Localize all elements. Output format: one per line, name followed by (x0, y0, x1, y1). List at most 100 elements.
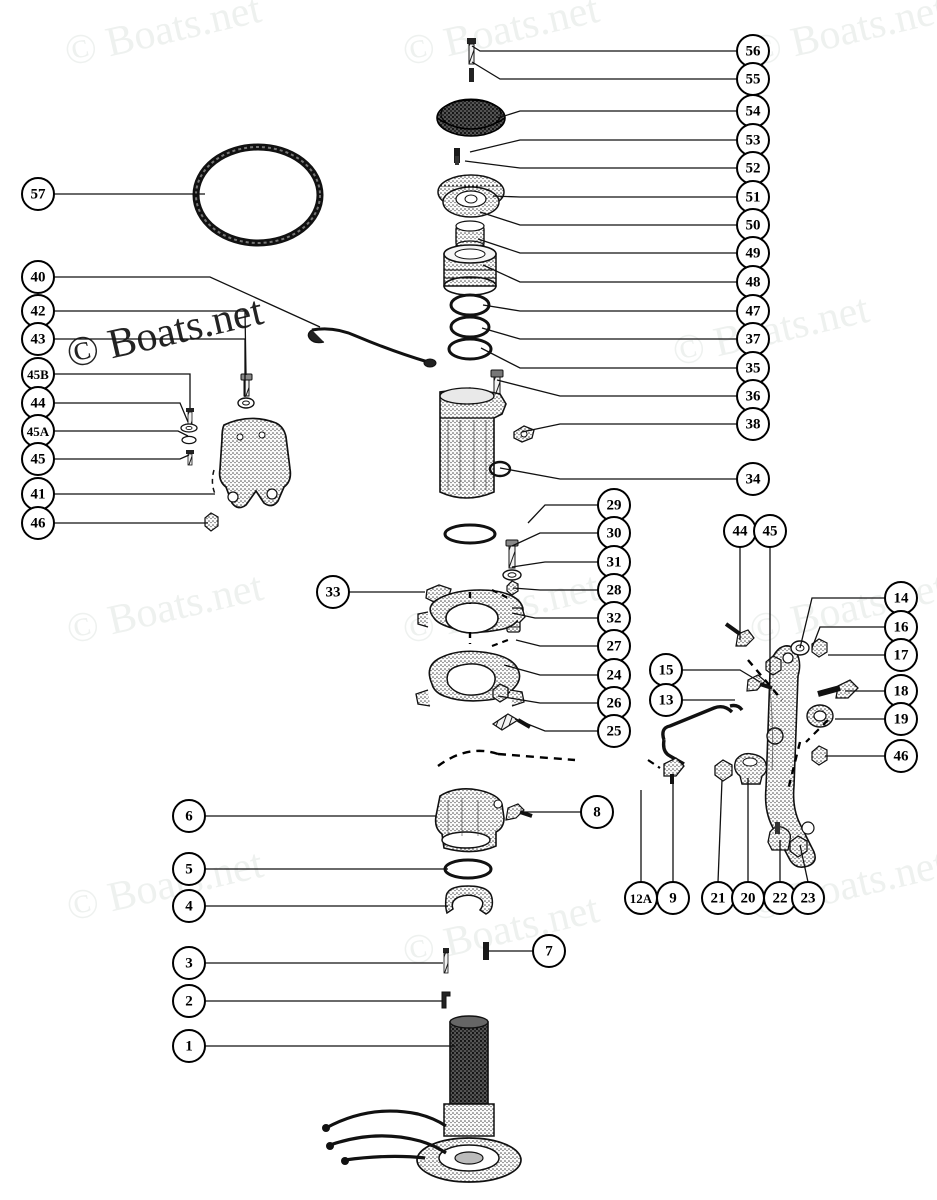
callout-21[interactable]: 21 (701, 881, 735, 915)
callout-leader-line (515, 639, 598, 647)
part-washer-31 (502, 569, 522, 581)
callout-circle[interactable] (884, 739, 918, 773)
callout-57[interactable]: 57 (21, 177, 55, 211)
part-bolt-12A (663, 757, 685, 784)
callout-circle[interactable] (172, 799, 206, 833)
callout-12A[interactable]: 12A (624, 881, 658, 915)
callout-circle[interactable] (21, 260, 55, 294)
callout-leader-line (514, 718, 598, 732)
callout-44[interactable]: 44 (723, 514, 757, 548)
callout-1[interactable]: 1 (172, 1029, 206, 1063)
callout-41[interactable]: 41 (21, 477, 55, 511)
callout-15[interactable]: 15 (649, 653, 683, 687)
callout-8[interactable]: 8 (580, 795, 614, 829)
callout-leader-line (54, 402, 189, 423)
callout-38[interactable]: 38 (736, 407, 770, 441)
callout-52[interactable]: 52 (736, 151, 770, 185)
callout-circle[interactable] (580, 795, 614, 829)
callout-number: 17 (894, 648, 910, 664)
callout-14[interactable]: 14 (884, 581, 918, 615)
callout-circle[interactable] (736, 462, 770, 496)
callout-number: 16 (894, 620, 910, 636)
callout-55[interactable]: 55 (736, 62, 770, 96)
callout-circle[interactable] (21, 322, 55, 356)
callout-number: 27 (607, 639, 623, 655)
callout-29[interactable]: 29 (597, 488, 631, 522)
callout-number: 51 (746, 190, 761, 206)
callout-6[interactable]: 6 (172, 799, 206, 833)
part-nut-16 (811, 638, 828, 658)
callout-43[interactable]: 43 (21, 322, 55, 356)
callout-number: 6 (185, 809, 193, 825)
callout-23[interactable]: 23 (791, 881, 825, 915)
callout-circle[interactable] (172, 852, 206, 886)
part-bracket-upper-27 (417, 589, 526, 648)
part-rod-13 (661, 703, 744, 766)
callout-16[interactable]: 16 (884, 610, 918, 644)
callout-circle[interactable] (172, 984, 206, 1018)
callout-32[interactable]: 32 (597, 601, 631, 635)
callout-number: 26 (607, 696, 623, 712)
callout-13[interactable]: 13 (649, 683, 683, 717)
callout-leader-line (54, 373, 191, 408)
callout-circle[interactable] (649, 683, 683, 717)
callout-19[interactable]: 19 (884, 702, 918, 736)
callout-3[interactable]: 3 (172, 946, 206, 980)
callout-54[interactable]: 54 (736, 94, 770, 128)
callout-number: 36 (746, 389, 762, 405)
callout-circle[interactable] (172, 1029, 206, 1063)
callout-leader-line (511, 532, 598, 547)
callout-number: 50 (746, 218, 761, 234)
callout-49[interactable]: 49 (736, 236, 770, 270)
callout-56[interactable]: 56 (736, 34, 770, 68)
callout-leader-line (511, 612, 598, 619)
callout-9[interactable]: 9 (656, 881, 690, 915)
callout-leader-line (464, 160, 737, 169)
part-o-ring-37 (449, 315, 491, 339)
callout-2[interactable]: 2 (172, 984, 206, 1018)
callout-33[interactable]: 33 (316, 575, 350, 609)
callout-20[interactable]: 20 (731, 881, 765, 915)
callout-circle[interactable] (753, 514, 787, 548)
callout-circle[interactable] (532, 934, 566, 968)
callout-25[interactable]: 25 (597, 714, 631, 748)
callout-44[interactable]: 44 (21, 386, 55, 420)
callout-circle[interactable] (316, 575, 350, 609)
callout-circle[interactable] (736, 407, 770, 441)
callout-27[interactable]: 27 (597, 629, 631, 663)
callout-5[interactable]: 5 (172, 852, 206, 886)
callout-circle[interactable] (172, 889, 206, 923)
callout-45[interactable]: 45 (21, 442, 55, 476)
part-o-ring-large-57 (192, 143, 324, 247)
callout-number: 12A (630, 891, 653, 906)
callout-34[interactable]: 34 (736, 462, 770, 496)
callout-circle[interactable] (597, 714, 631, 748)
callout-7[interactable]: 7 (532, 934, 566, 968)
callout-4[interactable]: 4 (172, 889, 206, 923)
callout-circle[interactable] (656, 881, 690, 915)
callout-circle[interactable] (172, 946, 206, 980)
callout-circle[interactable] (21, 442, 55, 476)
callout-28[interactable]: 28 (597, 573, 631, 607)
callout-17[interactable]: 17 (884, 638, 918, 672)
callout-leader-line (54, 454, 190, 460)
callout-46[interactable]: 46 (21, 506, 55, 540)
callout-30[interactable]: 30 (597, 516, 631, 550)
callout-24[interactable]: 24 (597, 658, 631, 692)
callout-circle[interactable] (21, 177, 55, 211)
callout-31[interactable]: 31 (597, 545, 631, 579)
callout-number: 9 (669, 891, 677, 907)
callout-number: 19 (894, 712, 909, 728)
callout-leader-line (480, 347, 737, 369)
callout-48[interactable]: 48 (736, 265, 770, 299)
callout-40[interactable]: 40 (21, 260, 55, 294)
callout-45B[interactable]: 45B (21, 357, 55, 391)
callout-circle[interactable] (884, 638, 918, 672)
callout-leader-line (799, 844, 809, 883)
callout-circle[interactable] (884, 702, 918, 736)
callout-37[interactable]: 37 (736, 322, 770, 356)
callout-45[interactable]: 45 (753, 514, 787, 548)
callout-circle[interactable] (791, 881, 825, 915)
callout-46[interactable]: 46 (884, 739, 918, 773)
callout-circle[interactable] (21, 506, 55, 540)
